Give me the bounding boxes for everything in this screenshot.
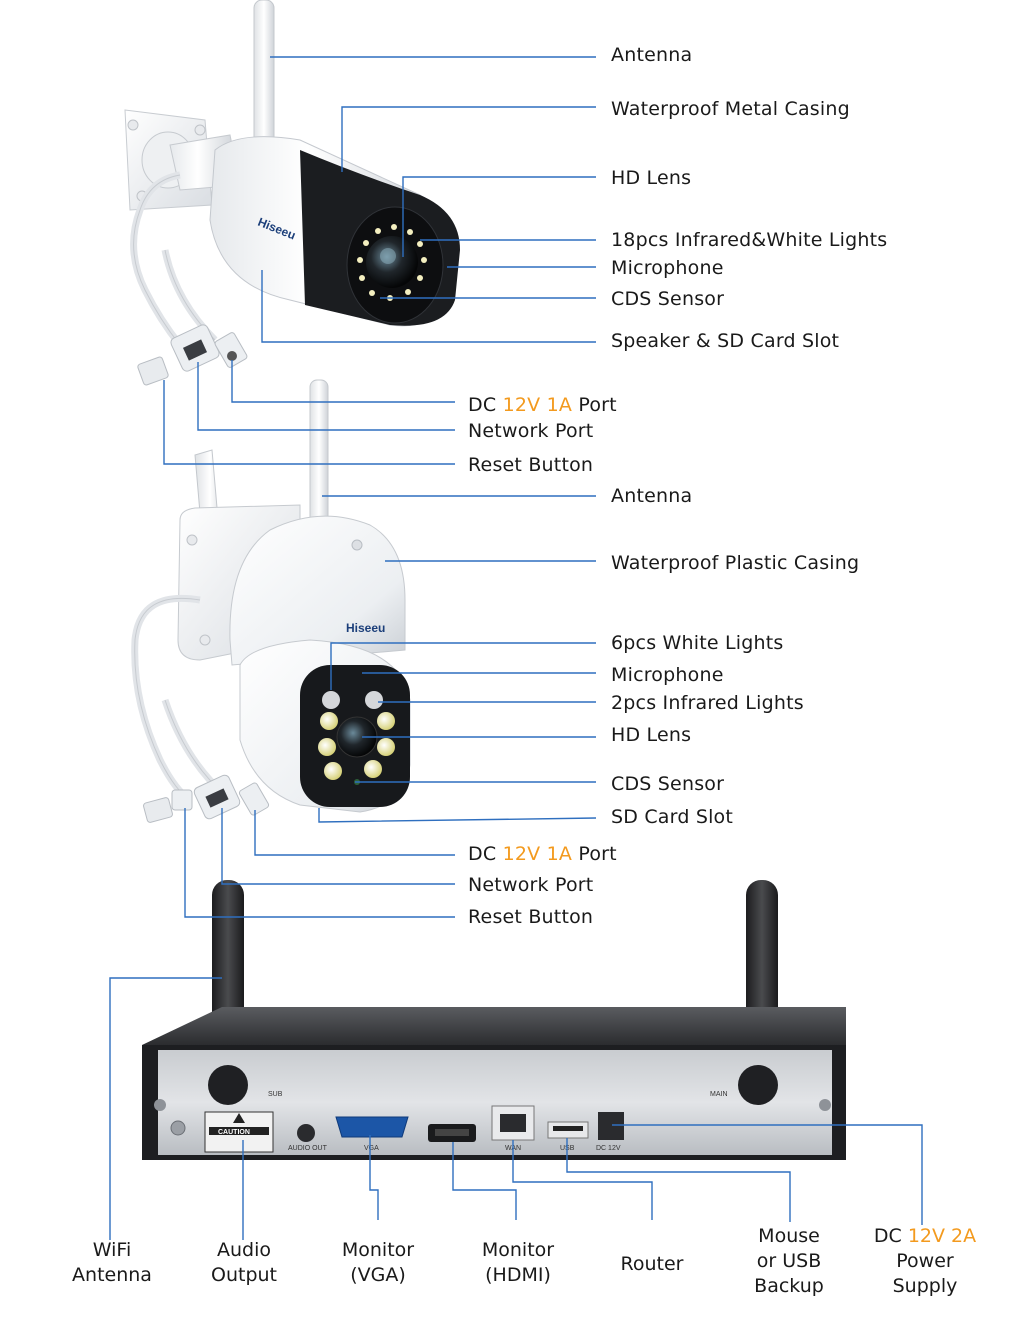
dome-label-casing: Waterproof Plastic Casing: [611, 552, 860, 574]
dome-label-ir: 2pcs Infrared Lights: [611, 692, 804, 714]
port-sub-label: SUB: [268, 1091, 283, 1098]
nvr-label-router: Router: [602, 1252, 702, 1277]
nvr-label-usb-backup: Mouse or USB Backup: [736, 1224, 842, 1299]
dome-label-sd: SD Card Slot: [611, 806, 734, 828]
dome-label-reset: Reset Button: [468, 906, 594, 928]
bullet-label-casing: Waterproof Metal Casing: [611, 98, 850, 120]
nvr-label-wifi-antenna: WiFi Antenna: [60, 1238, 164, 1288]
dc-current: 1A: [546, 843, 573, 865]
label-line: Supply: [892, 1275, 958, 1297]
label-line: Backup: [754, 1275, 824, 1297]
dc-current: 1A: [546, 394, 573, 416]
bullet-label-speaker: Speaker & SD Card Slot: [611, 330, 840, 352]
bullet-label-antenna: Antenna: [611, 44, 693, 66]
dome-label-mic: Microphone: [611, 664, 724, 686]
leader-lines: [109, 56, 923, 1240]
dc-voltage: 12V: [502, 394, 541, 416]
nvr-label-monitor-vga: Monitor (VGA): [326, 1238, 430, 1288]
dc-suffix: Port: [578, 843, 617, 865]
label-line: Mouse: [758, 1225, 820, 1247]
port-dc-label: DC 12V: [596, 1145, 621, 1152]
bullet-label-network: Network Port: [468, 420, 594, 442]
bullet-label-reset: Reset Button: [468, 454, 594, 476]
nvr-illustration: SUB MAIN CAUTION AUDIO OUT VGA WAN USB D…: [142, 880, 846, 1160]
dc-current: 2A: [951, 1225, 977, 1247]
dc-voltage: 12V: [907, 1225, 945, 1247]
bullet-label-dc-port: DC 12V 1A Port: [468, 394, 617, 416]
label-line: WiFi: [92, 1239, 132, 1261]
label-line: (HDMI): [485, 1264, 551, 1286]
label-line: Monitor: [481, 1239, 555, 1261]
nvr-label-monitor-hdmi: Monitor (HDMI): [466, 1238, 570, 1288]
bullet-label-mic: Microphone: [611, 257, 724, 279]
dc-suffix: Port: [578, 394, 617, 416]
dc-voltage: 12V: [502, 843, 541, 865]
dome-leds: [318, 691, 395, 785]
dome-label-network: Network Port: [468, 874, 594, 896]
bullet-camera-illustration: Hiseeu: [124, 0, 460, 386]
dc-prefix: DC: [468, 843, 497, 865]
label-line: Antenna: [72, 1264, 152, 1286]
bullet-label-lens: HD Lens: [611, 167, 692, 189]
dome-label-cds: CDS Sensor: [611, 773, 725, 795]
dome-label-dc-port: DC 12V 1A Port: [468, 843, 617, 865]
port-vga-label: VGA: [364, 1145, 379, 1152]
dc-prefix: DC: [873, 1225, 902, 1247]
dome-brand-logo: Hiseeu: [346, 621, 385, 635]
dome-label-white: 6pcs White Lights: [611, 632, 784, 654]
label-line: DC 12V 2A: [866, 1224, 984, 1249]
label-line: Router: [620, 1253, 684, 1275]
label-line: Output: [211, 1264, 277, 1286]
port-main-label: MAIN: [710, 1091, 728, 1098]
label-line: or USB: [756, 1250, 822, 1272]
dome-camera-illustration: Hiseeu: [131, 379, 411, 823]
dc-prefix: DC: [468, 394, 497, 416]
label-line: Audio: [216, 1239, 271, 1261]
label-line: Power: [896, 1250, 954, 1272]
nvr-label-audio-output: Audio Output: [194, 1238, 294, 1288]
dome-label-antenna: Antenna: [611, 485, 693, 507]
bullet-label-cds: CDS Sensor: [611, 288, 725, 310]
bullet-label-lights: 18pcs Infrared&White Lights: [611, 229, 888, 251]
label-line: (VGA): [350, 1264, 406, 1286]
label-line: Monitor: [341, 1239, 415, 1261]
caution-label: CAUTION: [218, 1129, 250, 1136]
nvr-label-power-supply: DC 12V 2A Power Supply: [866, 1224, 984, 1299]
port-audio-label: AUDIO OUT: [288, 1145, 328, 1152]
dome-label-lens: HD Lens: [611, 724, 692, 746]
